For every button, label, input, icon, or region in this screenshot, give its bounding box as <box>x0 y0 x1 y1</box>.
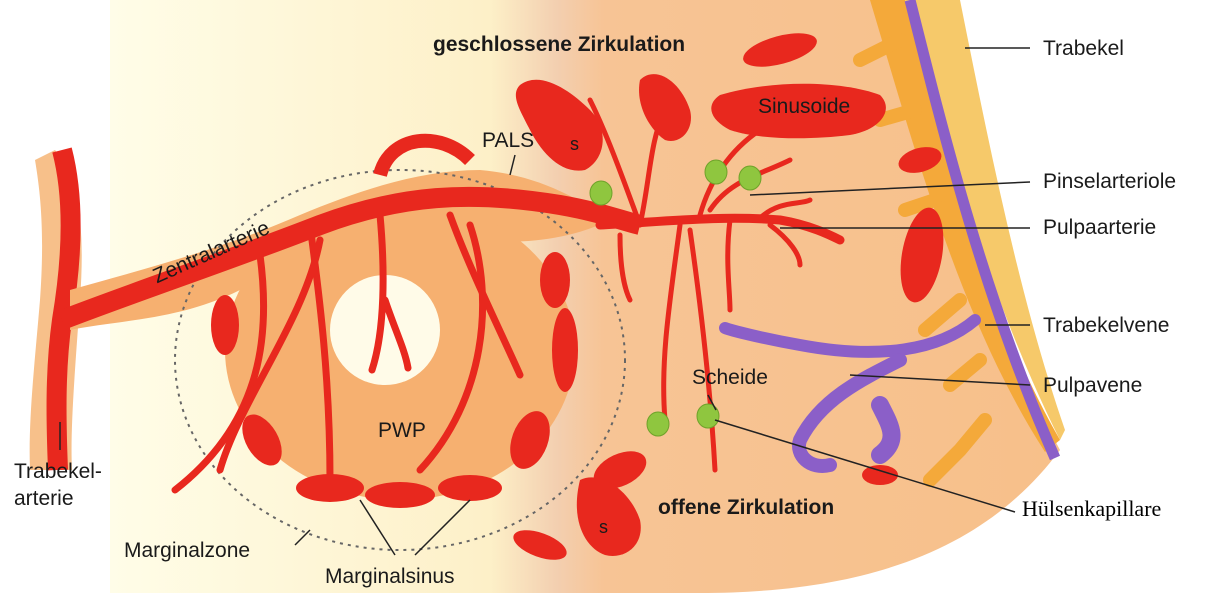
label-huelsenkapillare: Hülsenkapillare <box>1022 498 1161 520</box>
pulpavene-branch-2 <box>880 405 892 455</box>
label-offene-zirkulation: offene Zirkulation <box>658 497 834 518</box>
label-s-lower: s <box>599 518 608 536</box>
label-sinusoide: Sinusoide <box>758 96 850 117</box>
label-pinselarteriole: Pinselarteriole <box>1043 171 1176 192</box>
label-pulpaarterie: Pulpaarterie <box>1043 217 1156 238</box>
label-trabekelvene: Trabekelvene <box>1043 315 1169 336</box>
label-scheide: Scheide <box>692 367 768 388</box>
label-trabekel: Trabekel <box>1043 38 1124 59</box>
label-trabekelarterie: Trabekel- arterie <box>14 458 102 513</box>
label-pulpavene: Pulpavene <box>1043 375 1142 396</box>
label-geschlossene-zirkulation: geschlossene Zirkulation <box>433 34 685 55</box>
label-s-upper: s <box>570 135 579 153</box>
label-marginalzone: Marginalzone <box>124 540 250 561</box>
label-pals: PALS <box>482 130 534 151</box>
label-marginalsinus: Marginalsinus <box>325 566 455 587</box>
label-pwp: PWP <box>378 420 426 441</box>
